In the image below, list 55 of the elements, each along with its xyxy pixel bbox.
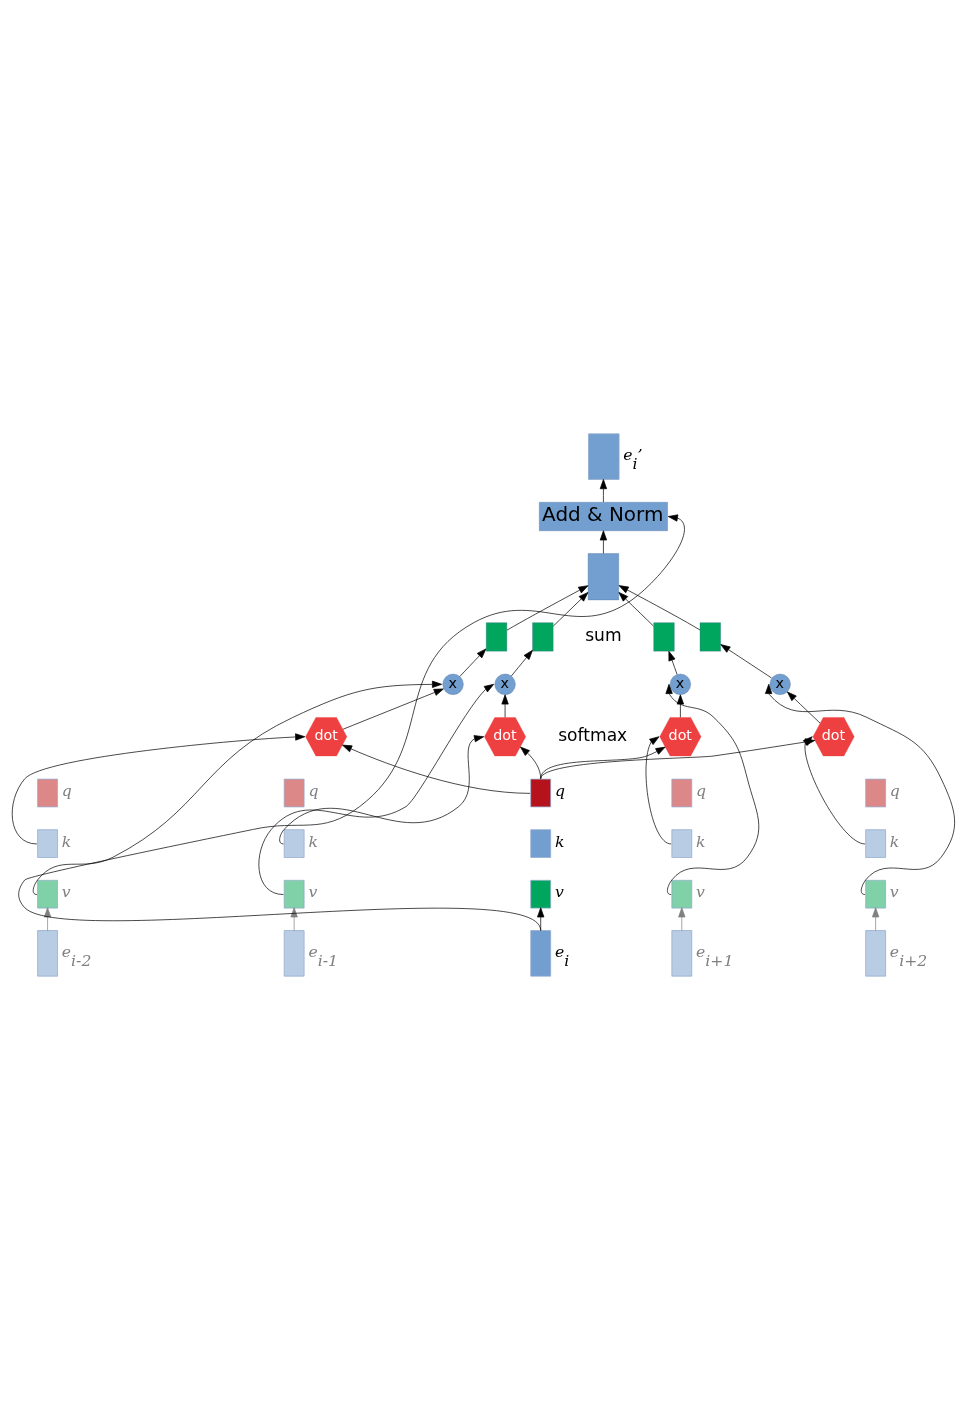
node-box: Add & Norm [538,502,668,531]
node-circle: x [494,673,516,695]
node-box [653,622,674,652]
arrow [341,744,530,794]
arrow [677,907,685,931]
arrow [501,694,509,718]
arrow [719,644,772,679]
node-label: v [695,882,705,902]
arrow [552,592,588,627]
node-label: v [889,882,899,902]
arrow [871,907,879,931]
arrow [32,680,442,895]
node-label: q [554,781,565,801]
node-circle: x [442,673,464,695]
node-label: v [61,882,71,902]
arrow [17,514,685,931]
node-label: k [889,831,899,851]
arrow [618,592,654,627]
arrow [278,735,484,845]
label: softmax [557,725,627,746]
arrow [676,694,684,718]
arrow [342,688,444,730]
arrow [645,736,671,845]
arrow [599,479,607,503]
arrow [459,648,486,677]
node-label: k [61,831,71,851]
arrow [786,691,820,724]
arrow [506,585,588,631]
arrow [539,746,665,780]
node-circle: x [669,673,691,695]
node-label: v [307,882,317,902]
arrow [668,650,677,675]
arrow [258,683,494,895]
node-box [699,622,721,652]
arrow [43,907,51,931]
arrow [665,683,759,895]
node-label: k [554,831,564,851]
arrow [290,907,298,931]
node-box [531,622,553,652]
node-label: q [307,781,318,801]
node-box [587,553,619,601]
arrow [599,530,607,554]
arrow [764,683,955,895]
arrow [536,907,544,931]
arrow [618,585,700,631]
node-label: q [61,781,72,801]
node-label: k [695,831,706,851]
node-box [485,622,507,652]
node-label: q [695,781,706,801]
node-label: v [554,882,564,902]
node-label: q [889,781,900,801]
node-circle: x [769,673,791,695]
arrow [510,649,533,677]
label: sum [584,625,622,646]
node-label: k [307,831,318,851]
